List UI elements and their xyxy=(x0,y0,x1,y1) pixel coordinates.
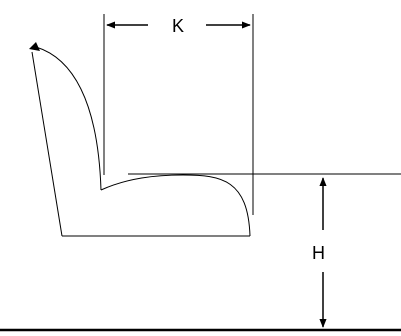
backrest-tip-marker xyxy=(29,42,40,51)
h-label: H xyxy=(312,243,325,263)
backrest-curve xyxy=(35,46,102,191)
seat-cushion-curve xyxy=(100,174,251,237)
k-label: K xyxy=(172,16,184,36)
backrest-back-edge xyxy=(31,51,63,237)
seat-outline xyxy=(31,46,251,237)
